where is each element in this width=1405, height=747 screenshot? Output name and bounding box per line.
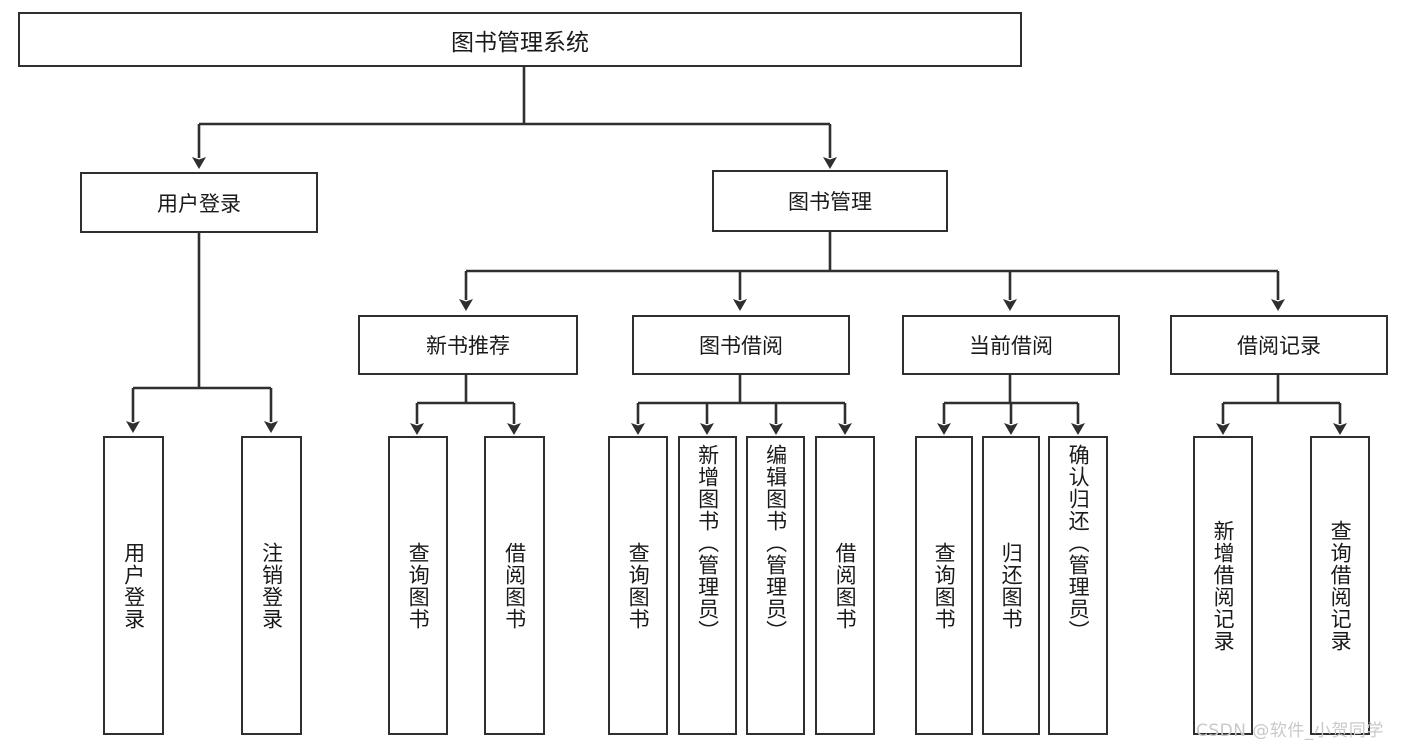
node-root[interactable]: 图书管理系统 bbox=[18, 12, 1022, 67]
node-label: 借阅记录 bbox=[1237, 334, 1321, 358]
node-label: 查询图书 bbox=[932, 541, 957, 630]
node-label: 编辑图书（管理员） bbox=[763, 444, 788, 642]
leaf-recommend-query-book[interactable]: 查询图书 bbox=[388, 436, 448, 735]
node-label: 查询图书 bbox=[406, 541, 431, 630]
node-label: 确认归还（管理员） bbox=[1066, 444, 1091, 642]
node-label: 归还图书 bbox=[999, 541, 1024, 630]
node-label: 借阅图书 bbox=[833, 541, 858, 630]
leaf-current-return-book[interactable]: 归还图书 bbox=[982, 436, 1040, 735]
node-label: 注销登录 bbox=[259, 541, 284, 630]
leaf-recommend-borrow-book[interactable]: 借阅图书 bbox=[484, 436, 545, 735]
node-label: 新增借阅记录 bbox=[1211, 519, 1236, 652]
node-user-login[interactable]: 用户登录 bbox=[80, 172, 318, 233]
leaf-record-add-record[interactable]: 新增借阅记录 bbox=[1193, 436, 1253, 735]
node-label: 图书管理 bbox=[788, 190, 872, 214]
node-label: 用户登录 bbox=[121, 541, 146, 630]
leaf-current-confirm-return-admin[interactable]: 确认归还（管理员） bbox=[1048, 436, 1108, 735]
node-label: 借阅图书 bbox=[502, 541, 527, 630]
leaf-user-login-signin[interactable]: 用户登录 bbox=[103, 436, 164, 735]
leaf-borrow-edit-book-admin[interactable]: 编辑图书（管理员） bbox=[746, 436, 805, 735]
node-new-book-recommend[interactable]: 新书推荐 bbox=[358, 315, 578, 375]
node-label: 图书借阅 bbox=[699, 334, 783, 358]
node-borrow-record[interactable]: 借阅记录 bbox=[1170, 315, 1388, 375]
node-book-borrow[interactable]: 图书借阅 bbox=[632, 315, 850, 375]
node-label: 查询借阅记录 bbox=[1328, 519, 1353, 652]
leaf-user-login-signout[interactable]: 注销登录 bbox=[241, 436, 302, 735]
leaf-borrow-add-book-admin[interactable]: 新增图书（管理员） bbox=[678, 436, 737, 735]
node-label: 新书推荐 bbox=[426, 334, 510, 358]
node-label: 用户登录 bbox=[157, 191, 241, 216]
node-label: 图书管理系统 bbox=[451, 29, 589, 56]
node-book-management[interactable]: 图书管理 bbox=[712, 170, 948, 232]
node-label: 当前借阅 bbox=[969, 334, 1053, 358]
leaf-borrow-query-book[interactable]: 查询图书 bbox=[608, 436, 668, 735]
node-label: 新增图书（管理员） bbox=[695, 444, 720, 642]
watermark-text: CSDN @软件_小贺同学 bbox=[1196, 721, 1384, 741]
leaf-record-query-record[interactable]: 查询借阅记录 bbox=[1310, 436, 1370, 735]
node-label: 查询图书 bbox=[626, 541, 651, 630]
leaf-borrow-borrow-book[interactable]: 借阅图书 bbox=[815, 436, 875, 735]
leaf-current-query-book[interactable]: 查询图书 bbox=[915, 436, 973, 735]
node-current-borrow[interactable]: 当前借阅 bbox=[902, 315, 1120, 375]
